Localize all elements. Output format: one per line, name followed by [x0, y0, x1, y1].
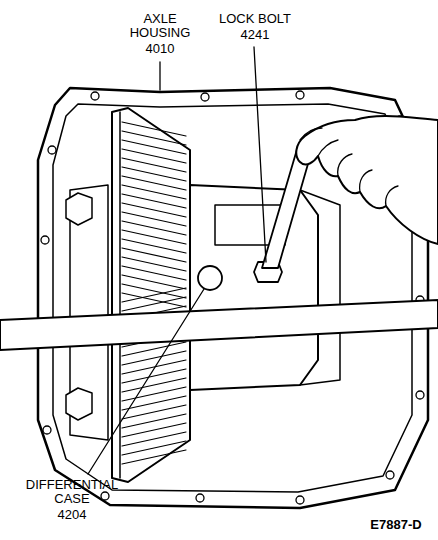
case-flange — [300, 190, 340, 385]
gear-tooth — [122, 297, 186, 311]
leader-line — [159, 62, 160, 90]
gear-tooth — [122, 450, 186, 464]
gear-tooth — [122, 284, 186, 298]
gear-tooth — [122, 414, 186, 428]
leader-line — [88, 289, 204, 474]
gear-tooth — [122, 423, 186, 437]
gear-tooth — [122, 140, 186, 154]
straight-edge — [0, 300, 438, 350]
gear-tooth — [122, 239, 186, 253]
ring-gear-teeth — [122, 122, 186, 464]
gear-tooth — [122, 221, 186, 235]
gear-tooth — [122, 230, 186, 244]
cap-bolt-lower — [66, 388, 92, 420]
gear-tooth — [122, 212, 186, 226]
gear-tooth — [122, 248, 186, 262]
gear-tooth — [122, 396, 186, 410]
part-label: LOCK BOLT — [205, 12, 305, 26]
gear-tooth — [122, 432, 186, 446]
part-label: AXLE HOUSING — [120, 12, 200, 40]
ring-gear — [112, 108, 190, 482]
gear-tooth — [122, 351, 186, 365]
gear-tooth — [122, 176, 186, 190]
gear-tooth — [122, 275, 186, 289]
gear-tooth — [122, 257, 186, 271]
gear-tooth — [122, 194, 186, 208]
cap-bolt — [66, 193, 92, 225]
differential-case — [190, 185, 318, 390]
gear-tooth — [122, 158, 186, 172]
pinion-shaft-hole — [198, 266, 222, 290]
gear-tooth — [122, 387, 186, 401]
callout-number: 4204 — [42, 508, 102, 522]
gear-tooth — [122, 266, 186, 280]
gear-tooth — [122, 122, 186, 136]
gear-tooth — [122, 185, 186, 199]
gear-tooth — [122, 288, 186, 302]
gear-tooth — [122, 131, 186, 145]
part-label: DIFFERENTIAL CASE — [12, 478, 132, 506]
gear-tooth — [122, 203, 186, 217]
gear-tooth — [122, 167, 186, 181]
figure-number: E7887-D — [358, 518, 434, 532]
callout-number: 4010 — [130, 42, 190, 56]
gear-tooth — [122, 405, 186, 419]
gear-tooth — [122, 441, 186, 455]
hand — [296, 116, 438, 244]
gear-tooth — [122, 360, 186, 374]
leader-line — [254, 47, 266, 262]
callout-number: 4241 — [225, 28, 285, 42]
finger-lines — [300, 128, 398, 206]
gear-tooth — [122, 378, 186, 392]
gear-tooth — [122, 369, 186, 383]
gear-tooth — [122, 149, 186, 163]
